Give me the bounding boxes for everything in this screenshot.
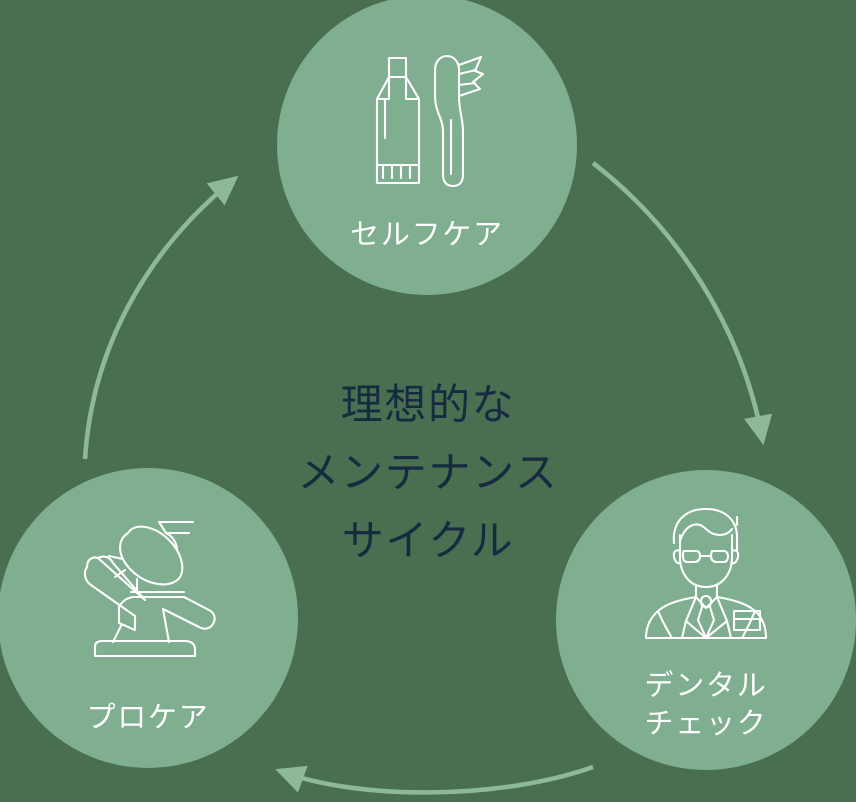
arrow-procare-to-selfcare (82, 175, 239, 460)
node-procare-label: プロケア (86, 702, 210, 734)
node-selfcare[interactable]: セルフケア (277, 0, 577, 295)
dental-chair-lamp-icon (83, 520, 216, 658)
node-selfcare-label: セルフケア (350, 219, 504, 251)
toothpaste-toothbrush-icon (375, 54, 485, 188)
node-dental-check[interactable]: デンタル チェック (556, 470, 856, 770)
node-dental-check-label: デンタル チェック (644, 670, 768, 741)
arrow-dental-to-procare (275, 764, 594, 795)
dentist-person-icon (644, 507, 768, 640)
diagram-center-title: 理想的な メンテナンス サイクル (297, 383, 559, 566)
node-procare[interactable]: プロケア (0, 468, 298, 768)
